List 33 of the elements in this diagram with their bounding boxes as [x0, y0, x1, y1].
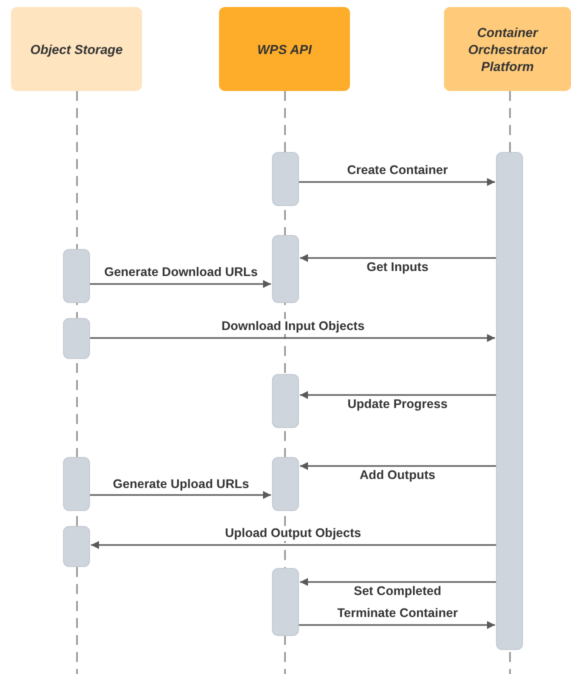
activation-bar — [63, 318, 90, 359]
arrow — [91, 541, 496, 549]
arrow — [90, 334, 495, 342]
participant-name: WPS API — [257, 40, 312, 58]
edge-label: Get Inputs — [364, 260, 430, 275]
activation-bar — [63, 249, 90, 303]
activation-bar — [272, 374, 299, 428]
activation-bar — [272, 457, 299, 511]
arrow — [300, 578, 496, 586]
participant-box — [219, 7, 350, 91]
arrow — [300, 391, 496, 399]
activation-bar — [272, 568, 299, 636]
arrow — [300, 254, 496, 262]
edge-label: Set Completed — [352, 584, 444, 599]
edge-label: Upload Output Objects — [222, 526, 364, 541]
edge-label: Add Outputs — [358, 468, 438, 483]
participant-box — [444, 7, 571, 91]
edge-label: Download Input Objects — [219, 319, 367, 334]
arrow — [300, 462, 496, 470]
arrow — [90, 491, 271, 499]
edge-label: Generate Upload URLs — [110, 477, 252, 492]
activation-bar — [496, 152, 523, 650]
activation-bar — [272, 152, 299, 206]
edge-label: Update Progress — [345, 397, 450, 412]
arrow — [299, 621, 495, 629]
participant-box — [11, 7, 142, 91]
activation-bar — [63, 526, 90, 567]
arrow — [90, 280, 271, 288]
participant-name: Container Orchestrator Platform — [467, 24, 548, 74]
arrow — [299, 178, 495, 186]
activation-bar — [272, 235, 299, 303]
participant-name: Object Storage — [30, 40, 123, 58]
activation-bar — [63, 457, 90, 511]
